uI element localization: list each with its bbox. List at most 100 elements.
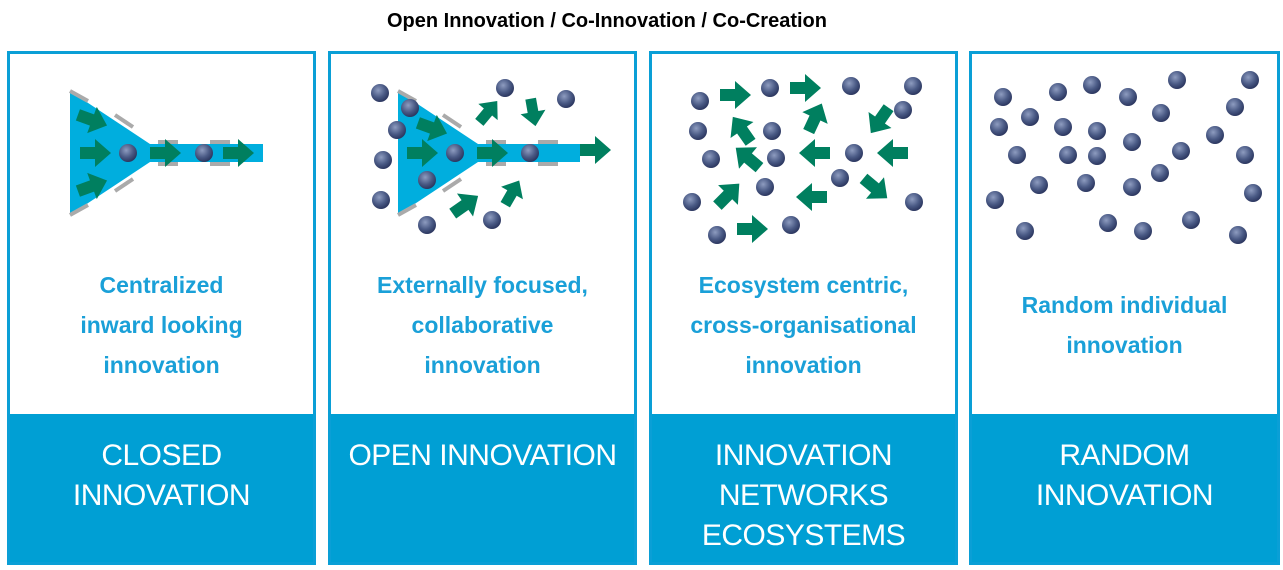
arrow-icon: [407, 139, 438, 167]
dot-icon: [986, 191, 1004, 209]
dot-icon: [845, 144, 863, 162]
random-dots-illustration: [986, 71, 1262, 244]
closed-funnel-illustration: [69, 89, 263, 217]
arrow-icon: [796, 183, 827, 211]
dot-icon: [374, 151, 392, 169]
funnel-edge: [69, 203, 89, 217]
dot-icon: [1088, 147, 1106, 165]
dot-icon: [831, 169, 849, 187]
funnel-edge: [441, 113, 463, 129]
dot-icon: [1077, 174, 1095, 192]
network-illustration: [683, 74, 923, 244]
arrow-icon: [799, 139, 830, 167]
dot-icon: [1244, 184, 1262, 202]
dot-icon: [683, 193, 701, 211]
dot-icon: [691, 92, 709, 110]
arrow-icon: [75, 172, 108, 200]
dot-icon: [763, 122, 781, 140]
arrow-icon: [868, 104, 894, 134]
dot-icon: [1226, 98, 1244, 116]
funnel-edge: [113, 177, 135, 193]
dot-icon: [1134, 222, 1152, 240]
dot-icon: [1088, 122, 1106, 140]
funnel-edge: [69, 89, 89, 103]
dot-icon: [842, 77, 860, 95]
arrow-icon: [580, 136, 611, 164]
arrow-icon: [475, 100, 498, 126]
diagram-title: Open Innovation / Co-Innovation / Co-Cre…: [387, 10, 827, 32]
dot-icon: [1016, 222, 1034, 240]
dot-icon: [1182, 211, 1200, 229]
dot-icon: [483, 211, 501, 229]
arrow-icon: [75, 106, 108, 134]
dot-icon: [1151, 164, 1169, 182]
arrow-icon: [150, 139, 181, 167]
funnel-edge: [441, 177, 463, 193]
arrow-icon: [415, 114, 448, 142]
dot-icon: [1168, 71, 1186, 89]
open-funnel-illustration: [371, 79, 611, 234]
dot-icon: [1008, 146, 1026, 164]
dot-icon: [761, 79, 779, 97]
arrow-icon: [859, 173, 888, 199]
dot-icon: [1241, 71, 1259, 89]
dot-icon: [782, 216, 800, 234]
arrow-icon: [737, 215, 768, 243]
dot-icon: [767, 149, 785, 167]
dot-icon: [496, 79, 514, 97]
arrow-icon: [713, 183, 740, 210]
dot-icon: [990, 118, 1008, 136]
dot-icon: [1152, 104, 1170, 122]
arrow-icon: [802, 103, 828, 135]
dot-icon: [702, 150, 720, 168]
arrow-icon: [223, 139, 254, 167]
dot-icon: [1059, 146, 1077, 164]
dot-icon: [371, 84, 389, 102]
dot-icon: [1206, 126, 1224, 144]
dot-icon: [1236, 146, 1254, 164]
funnel-edge: [113, 113, 135, 129]
arrow-icon: [735, 147, 764, 173]
funnel-edge: [397, 89, 417, 103]
arrow-icon: [520, 97, 546, 127]
dot-icon: [756, 178, 774, 196]
dot-icon: [1021, 108, 1039, 126]
dot-icon: [1054, 118, 1072, 136]
arrow-icon: [730, 116, 756, 146]
arrow-icon: [790, 74, 821, 102]
dot-icon: [446, 144, 464, 162]
dot-icon: [1123, 133, 1141, 151]
dot-icon: [905, 193, 923, 211]
dot-icon: [557, 90, 575, 108]
dot-icon: [119, 144, 137, 162]
dot-icon: [1049, 83, 1067, 101]
dot-icon: [1099, 214, 1117, 232]
dot-icon: [401, 99, 419, 117]
dot-icon: [1172, 142, 1190, 160]
dot-icon: [1119, 88, 1137, 106]
dot-icon: [689, 122, 707, 140]
dot-icon: [195, 144, 213, 162]
panel-label-band: OPEN INNOVATION: [331, 414, 634, 562]
dot-icon: [388, 121, 406, 139]
dot-icon: [418, 171, 436, 189]
arrow-icon: [877, 139, 908, 167]
dot-icon: [372, 191, 390, 209]
arrow-icon: [449, 193, 479, 219]
dot-icon: [894, 101, 912, 119]
dot-icon: [1083, 76, 1101, 94]
dot-icon: [1030, 176, 1048, 194]
arrow-icon: [500, 180, 523, 208]
arrow-icon: [477, 139, 508, 167]
funnel-edge: [397, 203, 417, 217]
